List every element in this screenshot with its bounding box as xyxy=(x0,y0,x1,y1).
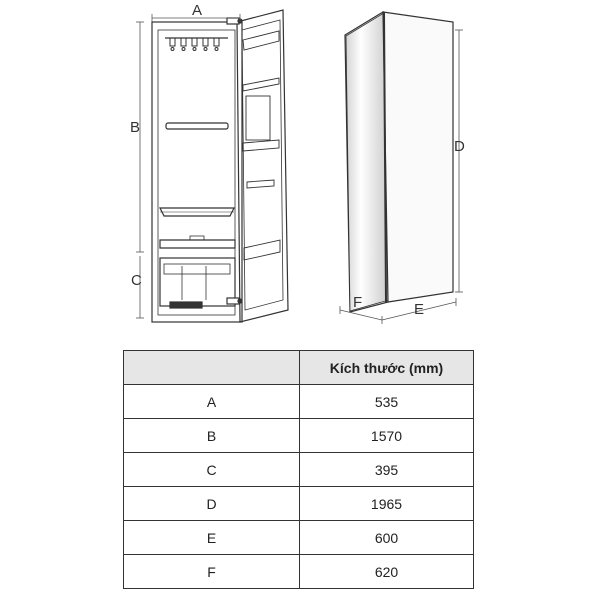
open-door xyxy=(236,9,289,323)
open-fridge-drawing xyxy=(151,9,289,323)
cabinet-inner xyxy=(157,29,236,316)
row-key-cell: C xyxy=(123,452,300,487)
table-row: E 600 xyxy=(123,520,474,555)
dimension-f-label: F xyxy=(353,294,362,311)
table-row: B 1570 xyxy=(123,418,474,453)
door-shelf-5 xyxy=(243,239,281,261)
door-shelf-4 xyxy=(246,179,275,189)
dimension-a-label: A xyxy=(192,2,202,19)
door-shelf-1 xyxy=(242,30,280,51)
table-row: D 1965 xyxy=(123,486,474,521)
table-row: F 620 xyxy=(123,554,474,589)
hanging-bar xyxy=(165,122,229,130)
row-key-cell: E xyxy=(123,520,300,555)
hooks xyxy=(169,37,220,51)
dimension-b-line xyxy=(136,21,144,253)
header-blank-cell xyxy=(123,350,300,385)
row-value-cell: 1570 xyxy=(299,418,474,453)
bottom-hinge xyxy=(226,297,240,305)
door-shelf-3 xyxy=(242,139,280,152)
dimension-c-label: C xyxy=(131,272,142,289)
dimension-c-line xyxy=(136,256,144,319)
header-value-cell: Kích thước (mm) xyxy=(299,350,474,385)
fridge-dimension-drawing: A B C D F xyxy=(130,2,465,324)
table-header-row: Kích thước (mm) xyxy=(123,350,474,385)
row-key-cell: D xyxy=(123,486,300,521)
row-value-cell: 535 xyxy=(299,384,474,419)
door-pocket xyxy=(245,95,271,141)
closed-fridge-drawing xyxy=(344,10,454,313)
dimension-table: Kích thước (mm) A 535 B 1570 C 395 D 196… xyxy=(123,350,474,589)
lower-shelf xyxy=(159,207,235,217)
dimension-a-line xyxy=(151,14,241,22)
bottom-platform xyxy=(159,239,236,249)
row-value-cell: 600 xyxy=(299,520,474,555)
row-key-cell: A xyxy=(123,384,300,419)
dimension-d-label: D xyxy=(454,138,465,155)
dimension-e-label: E xyxy=(414,301,424,318)
dimension-e-line xyxy=(381,298,457,321)
cabinet-front xyxy=(382,11,454,303)
row-key-cell: F xyxy=(123,554,300,589)
table-row: C 395 xyxy=(123,452,474,487)
dimension-b-label: B xyxy=(130,119,140,136)
dimension-d-line xyxy=(455,29,463,293)
drawer-section xyxy=(159,257,236,307)
door-shelf-2 xyxy=(242,77,280,92)
table-row: A 535 xyxy=(123,384,474,419)
row-key-cell: B xyxy=(123,418,300,453)
base-panel xyxy=(169,301,203,309)
row-value-cell: 1965 xyxy=(299,486,474,521)
row-value-cell: 395 xyxy=(299,452,474,487)
cabinet-outline xyxy=(151,21,243,323)
top-hinge xyxy=(226,17,240,25)
row-value-cell: 620 xyxy=(299,554,474,589)
fridge-diagram-svg: A B C D F xyxy=(130,2,465,324)
